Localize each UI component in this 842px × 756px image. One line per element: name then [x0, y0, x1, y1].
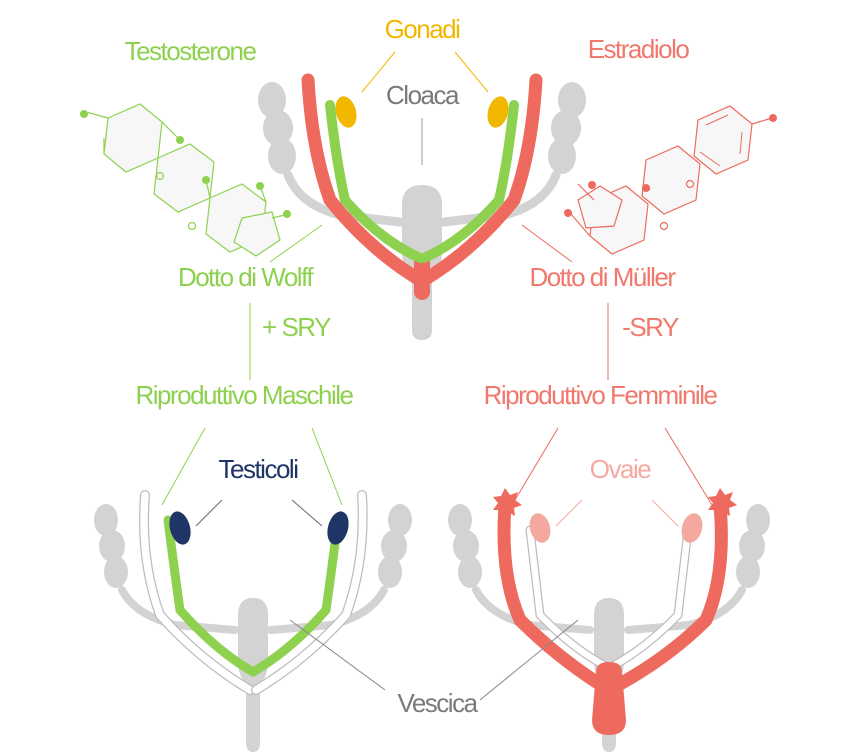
ring-d: [233, 211, 281, 257]
riproduttivo-maschile-label: Riproduttivo Maschile: [135, 380, 353, 410]
right-testis: [327, 511, 349, 545]
oxygen-atom: [80, 110, 88, 118]
vescica-label: Vescica: [397, 688, 478, 718]
dotto-muller-label: Dotto di Müller: [529, 262, 676, 292]
dotto-wolff-label: Dotto di Wolff: [178, 262, 314, 292]
left-kidney: [258, 82, 296, 174]
left-muller-duct: [301, 73, 427, 287]
ring-d: [577, 185, 623, 229]
vescica-leader-right: [479, 619, 579, 701]
testicoli-leader-right: [291, 499, 323, 527]
right-ovary: [681, 513, 703, 543]
estradiol-molecule: [564, 105, 777, 255]
left-fimbriae: [493, 488, 522, 518]
ring-b: [641, 145, 701, 215]
plus-sry-label: + SRY: [262, 312, 331, 342]
riproduttivo-femminile-label: Riproduttivo Femminile: [484, 380, 718, 410]
gonadi-label: Gonadi: [385, 14, 461, 44]
testosterone-molecule: [80, 103, 291, 257]
left-wolff-duct: [325, 100, 425, 263]
cloaca-label: Cloaca: [386, 80, 460, 110]
female-right-fallopian-tube: [602, 498, 728, 697]
right-muller-duct: [417, 73, 543, 287]
gonadi-leader-left: [361, 51, 396, 93]
indifferent-stage-illustration: [258, 51, 586, 340]
muller-connector: [521, 224, 573, 263]
male-reproductive-illustration: [94, 490, 412, 752]
gonadi-leader-right: [454, 51, 489, 93]
hydroxyl-atom: [283, 210, 291, 218]
male-left-vas-deferens: [163, 515, 258, 677]
right-fimbriae: [708, 488, 737, 518]
female-left-leader: [511, 427, 559, 506]
male-left-leader: [161, 427, 206, 506]
right-gonad: [487, 96, 509, 128]
uterus: [592, 662, 626, 735]
wolff-connector: [269, 224, 323, 263]
left-testis: [169, 511, 191, 545]
hydroxyl-atom: [769, 114, 777, 122]
ovaie-leader-left: [555, 499, 583, 527]
male-right-leader: [311, 427, 343, 506]
testicoli-label: Testicoli: [219, 454, 299, 484]
ring-a: [693, 105, 753, 175]
testicoli-leader-left: [195, 499, 223, 527]
left-gonad: [335, 96, 357, 128]
male-right-vas-deferens: [248, 515, 343, 677]
right-kidney: [548, 82, 586, 174]
estradiolo-label: Estradiolo: [588, 34, 690, 64]
vescica-leader-left: [289, 619, 386, 691]
ovaie-label: Ovaie: [590, 454, 651, 484]
female-right-leader: [664, 427, 713, 506]
left-ovary: [529, 513, 551, 543]
testosterone-label: Testosterone: [125, 36, 257, 66]
ring-a: [103, 103, 163, 173]
female-left-fallopian-tube: [497, 498, 616, 697]
minus-sry-label: -SRY: [622, 312, 679, 342]
female-reproductive-illustration: [448, 488, 770, 752]
right-wolff-duct: [419, 100, 519, 263]
ovaie-leader-right: [651, 499, 679, 527]
